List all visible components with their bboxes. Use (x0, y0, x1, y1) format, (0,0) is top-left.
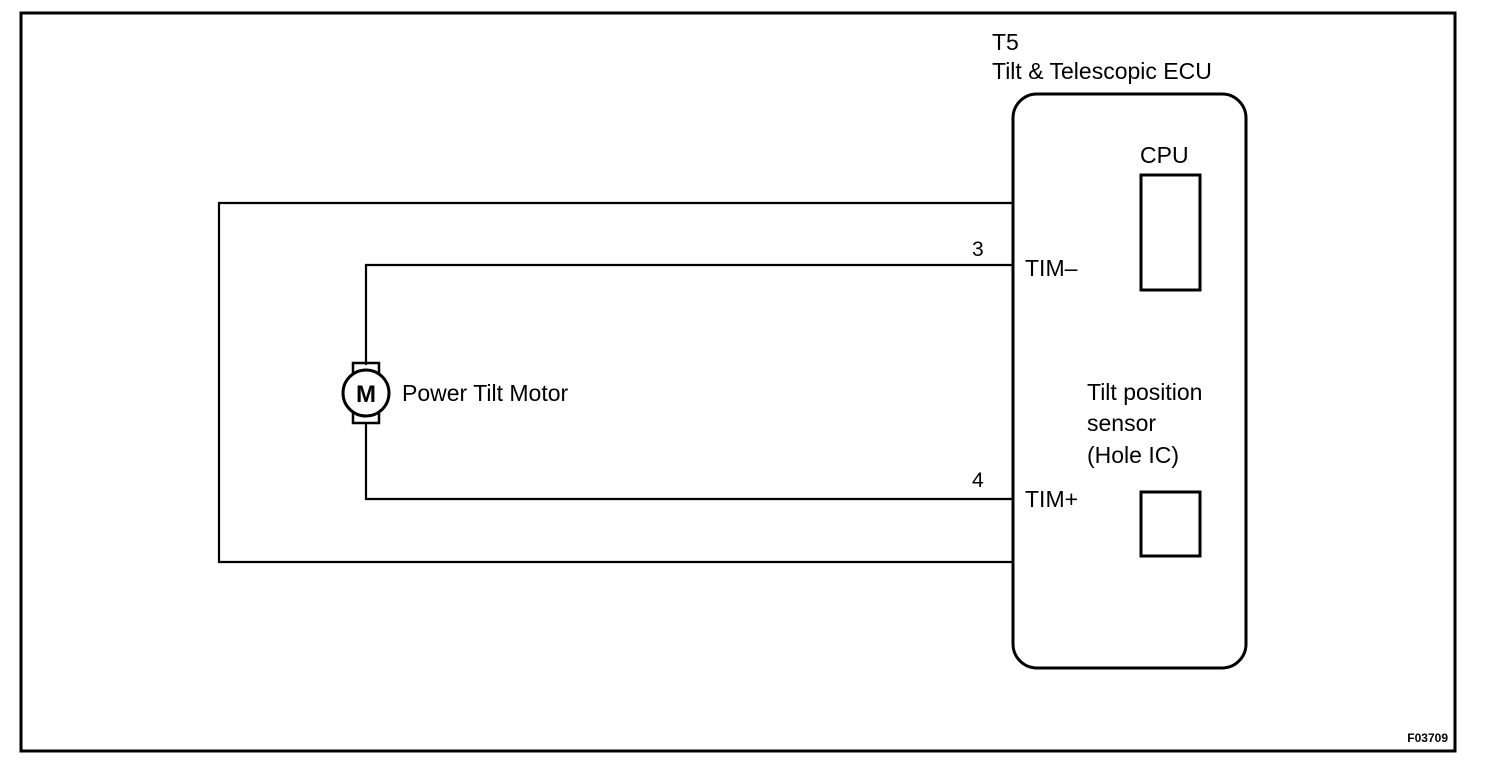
pin-4-name: TIM+ (1025, 486, 1078, 512)
diagram-frame (19, 11, 1457, 753)
sensor-label-line-3: (Hole IC) (1087, 442, 1179, 468)
cpu-block (1139, 173, 1202, 292)
sensor-block (1139, 490, 1202, 558)
ecu-name-label: Tilt & Telescopic ECU (992, 58, 1212, 84)
outer-loop-wire (217, 201, 1013, 564)
figure-id: F03709 (1407, 731, 1448, 745)
sensor-label-line-1: Tilt position (1087, 379, 1202, 405)
tim-plus-wire (364, 422, 1013, 501)
motor-icon: M (341, 361, 391, 425)
motor-label: Power Tilt Motor (402, 380, 568, 406)
sensor-label-line-2: sensor (1087, 410, 1156, 436)
ecu-code-label: T5 (992, 29, 1019, 55)
ecu-box (1011, 92, 1248, 670)
pin-3-name: TIM– (1025, 255, 1078, 281)
pin-4-number: 4 (972, 469, 984, 492)
pin-3-number: 3 (972, 238, 984, 261)
cpu-label: CPU (1140, 142, 1189, 168)
tim-minus-wire (364, 263, 1013, 365)
motor-symbol: M (356, 381, 376, 408)
